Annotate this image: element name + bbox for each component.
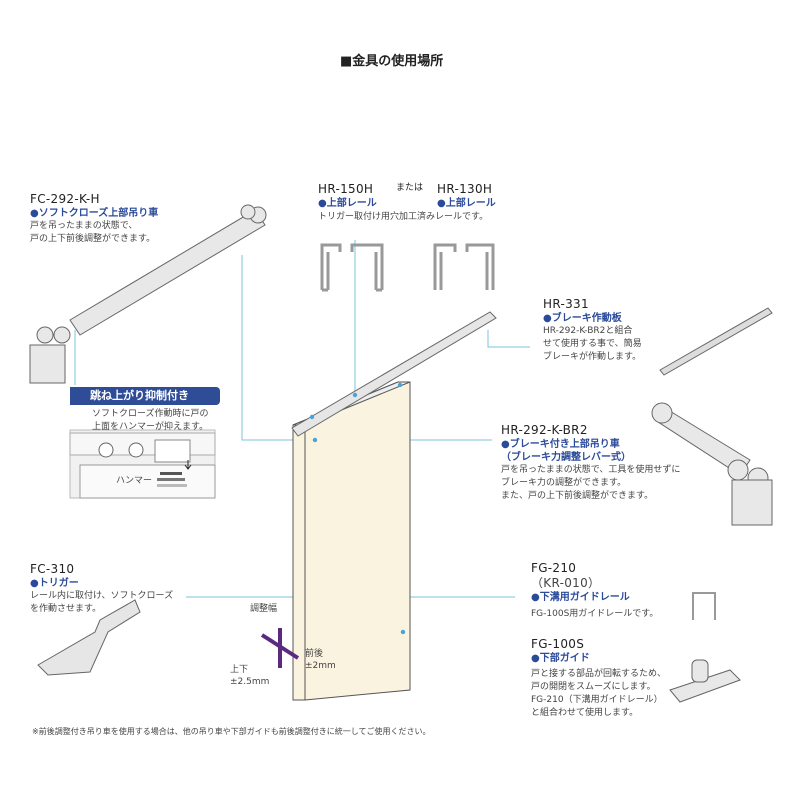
model-number: FG-100S: [531, 637, 585, 651]
part-name: ●トリガー: [30, 578, 79, 589]
upper-rail: [291, 311, 497, 437]
desc-line: ブレーキが作動します。: [543, 352, 642, 362]
fg210-label: FG-210 （KR-010） ●下溝用ガイドレール FG-100S用ガイドレー…: [531, 561, 658, 621]
model-number: FG-210: [531, 561, 577, 575]
hr150-label: HR-150H ●上部レール: [318, 182, 377, 210]
desc-line: 戸を吊ったままの状態で、: [30, 221, 138, 231]
model-number: FC-310: [30, 562, 75, 576]
fg100s-guide-image: [669, 659, 741, 703]
adjust-label: 調整幅: [250, 604, 278, 614]
alt-model-number: （KR-010）: [531, 576, 601, 590]
desc-line: と組合わせて使用します。: [531, 708, 639, 718]
desc-line: また、戸の上下前後調整ができます。: [501, 491, 654, 501]
hammer-callout-image: [69, 429, 216, 499]
attachment-points: [309, 382, 406, 635]
adjust-arrows-icon: [260, 628, 300, 668]
part-name-sub: （ブレーキ力調整レバー式）: [501, 452, 631, 463]
desc-line: HR-292-K-BR2と組合: [543, 326, 633, 336]
hr331-plate-image: [659, 307, 773, 376]
desc-line: を作動させます。: [30, 604, 102, 614]
part-name: ●ブレーキ作動板: [543, 313, 622, 324]
desc-line: FG-100S用ガイドレールです。: [531, 609, 659, 619]
part-name: ●上部レール: [318, 198, 377, 209]
up-down-value: ±2.5mm: [230, 677, 270, 687]
hr331-label: HR-331 ●ブレーキ作動板 HR-292-K-BR2と組合 せて使用する事で…: [543, 297, 642, 364]
up-down-label: 上下: [230, 665, 249, 675]
desc-line: 戸を吊ったままの状態で、工具を使用せずに: [501, 465, 681, 475]
model-number: HR-331: [543, 297, 589, 311]
fc310-label: FC-310 ●トリガー レール内に取付け、ソフトクローズ を作動させます。: [30, 562, 173, 616]
model-number: HR-150H: [318, 182, 374, 196]
part-name: ●下部ガイド: [531, 653, 590, 664]
footnote: ※前後調整付き吊り車を使用する場合は、他の吊り車や下部ガイドも前後調整付きに統一…: [32, 727, 431, 736]
fc292-label: FC-292-K-H ●ソフトクローズ上部吊り車 戸を吊ったままの状態で、 戸の…: [30, 192, 158, 246]
desc-line: FG-210（下溝用ガイドレール）: [531, 695, 663, 705]
part-name: ●ブレーキ付き上部吊り車: [501, 439, 620, 450]
desc-line: 戸の上下前後調整ができます。: [30, 234, 156, 244]
desc-line: 戸の開閉をスムーズにします。: [531, 682, 656, 692]
part-name: ●上部レール: [437, 198, 496, 209]
desc-line: ブレーキ力の調整ができます。: [501, 478, 627, 488]
part-name: ●ソフトクローズ上部吊り車: [30, 208, 159, 219]
front-back-value: ±2mm: [305, 661, 336, 671]
desc-line: 戸と接する部品が回転するため、: [531, 669, 667, 679]
desc-line: レール内に取付け、ソフトクローズ: [30, 591, 174, 601]
model-number: HR-130H: [437, 182, 493, 196]
fg210-profile: [692, 592, 716, 620]
fc292-roller-image: [29, 204, 267, 384]
hr150h-profile: [320, 243, 384, 292]
callout-badge: 跳ね上がり抑制付き: [70, 387, 220, 405]
model-number: FC-292-K-H: [30, 192, 100, 206]
desc-line: せて使用する事で、簡易: [543, 339, 642, 349]
page-title: ■金具の使用場所: [340, 54, 444, 69]
or-label: または: [396, 183, 424, 193]
leader-lines: [74, 240, 530, 598]
desc-line: 上面をハンマーが抑えます。: [92, 422, 209, 432]
hr130-label: HR-130H ●上部レール: [437, 182, 496, 210]
model-number: HR-292-K-BR2: [501, 423, 588, 437]
fg100-label: FG-100S ●下部ガイド 戸と接する部品が回転するため、 戸の開閉をスムーズ…: [531, 637, 666, 720]
callout-desc: ソフトクローズ作動時に戸の 上面をハンマーが抑えます。: [92, 408, 209, 434]
hr292-label: HR-292-K-BR2 ●ブレーキ付き上部吊り車 （ブレーキ力調整レバー式） …: [501, 423, 680, 503]
desc-line: ソフトクローズ作動時に戸の: [92, 409, 209, 419]
rail-desc: トリガー取付け用穴加工済みレールです。: [318, 212, 489, 222]
hr292-roller-image: [651, 402, 773, 526]
part-name: ●下溝用ガイドレール: [531, 592, 630, 603]
front-back-label: 前後: [305, 649, 324, 659]
hr130h-profile: [433, 243, 495, 290]
hammer-label: ハンマー: [116, 476, 153, 486]
fc310-trigger-image: [37, 599, 141, 676]
